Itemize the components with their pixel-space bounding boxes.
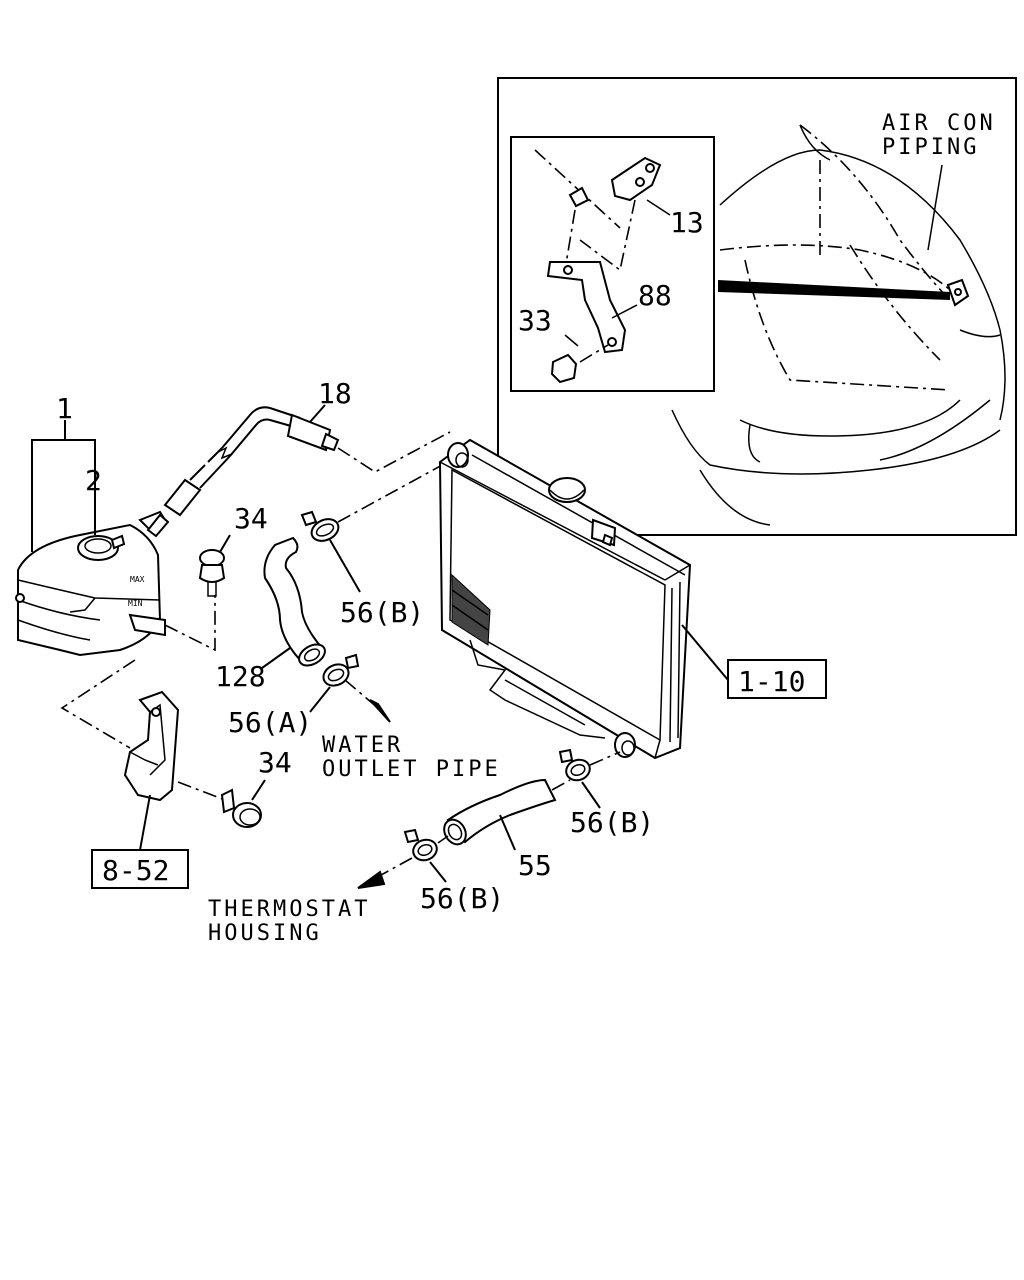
callout-34-bottom: 34 — [258, 746, 292, 779]
callout-13: 13 — [670, 206, 704, 239]
callout-88: 88 — [638, 279, 672, 312]
clamp-56a — [322, 653, 360, 687]
tank-max-mark: MAX — [130, 575, 145, 584]
thermostat-label-line1: THERMOSTAT — [208, 897, 370, 922]
ref-1-10[interactable]: 1-10 — [738, 665, 805, 698]
water-outlet-label-line2: OUTLET PIPE — [322, 757, 501, 782]
callout-55: 55 — [518, 849, 552, 882]
ref-8-52[interactable]: 8-52 — [102, 854, 169, 887]
callout-56b-bottom: 56(B) — [420, 882, 504, 915]
callout-56b-right: 56(B) — [570, 806, 654, 839]
upper-hose-128 — [263, 536, 326, 667]
hose-route-line — [337, 431, 451, 473]
bolt-33 — [550, 353, 578, 384]
vehicle-inset: AIR CON PIPING 13 88 33 — [497, 77, 1017, 536]
callout-33: 33 — [518, 304, 552, 337]
air-con-pipe-pointer — [718, 280, 950, 300]
bolt-34-bottom — [220, 788, 262, 828]
air-con-piping-label-line2: PIPING — [882, 135, 979, 160]
thermostat-label-line2: HOUSING — [208, 921, 322, 946]
callout-1-bracket — [31, 439, 96, 552]
reserve-tank: MAX MIN — [15, 510, 167, 657]
bracket-detail — [534, 149, 671, 384]
callout-34-top: 34 — [234, 502, 268, 535]
water-outlet-label-line1: WATER — [322, 733, 403, 758]
air-con-pipe-clip — [946, 278, 970, 307]
overflow-hose-18 — [146, 406, 340, 538]
tank-cap-2 — [77, 534, 126, 561]
pipe-clip — [568, 186, 590, 208]
inset-frame — [497, 77, 1017, 536]
air-con-leader — [927, 164, 943, 251]
ref-box-8-52[interactable] — [91, 849, 189, 889]
callout-1: 1 — [56, 392, 73, 425]
ref-box-1-10[interactable] — [727, 659, 827, 699]
callout-56a: 56(A) — [228, 706, 312, 739]
callout-2: 2 — [85, 464, 102, 497]
vehicle-outline — [671, 124, 1006, 526]
callout-128: 128 — [215, 660, 266, 693]
bracket-88 — [546, 261, 627, 354]
callout-56b-top: 56(B) — [340, 596, 424, 629]
bolt-34-top — [198, 534, 231, 597]
clamp-56b-right — [558, 748, 591, 782]
tank-bracket — [123, 690, 180, 802]
radiator-core-mesh — [451, 573, 491, 646]
clamp-56b-top — [300, 510, 340, 542]
air-con-piping-label-line1: AIR CON — [882, 111, 996, 136]
lower-hose-55 — [443, 778, 557, 846]
tank-min-mark: MIN — [128, 599, 143, 608]
clamp-56b-bottom — [403, 828, 438, 862]
callout-18: 18 — [318, 377, 352, 410]
radiator — [438, 438, 692, 760]
